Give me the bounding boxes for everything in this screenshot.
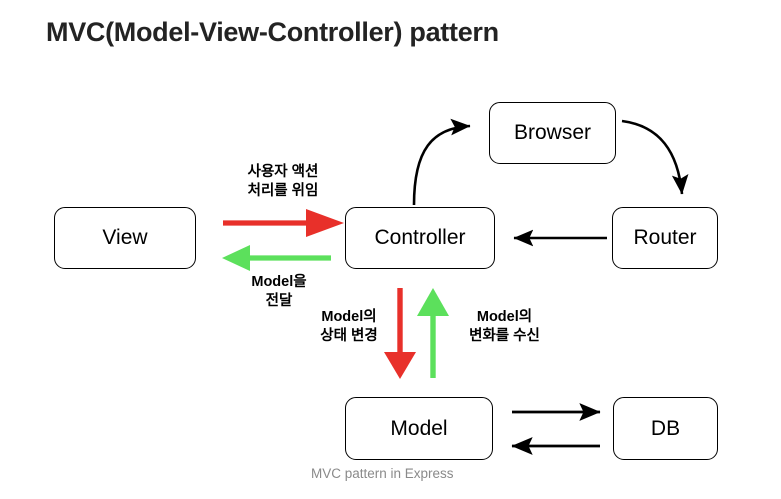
- diagram-caption: MVC pattern in Express: [311, 466, 454, 481]
- edge-browser-to-router: [621, 119, 689, 195]
- edge-model-to-controller-green: [417, 288, 449, 378]
- node-controller[interactable]: Controller: [345, 207, 495, 269]
- edge-controller-to-view-green: [222, 245, 331, 271]
- node-model[interactable]: Model: [345, 397, 493, 460]
- edge-view-to-controller-red: [223, 209, 344, 237]
- node-browser[interactable]: Browser: [489, 102, 616, 164]
- page-title: MVC(Model-View-Controller) pattern: [46, 17, 499, 47]
- edge-label-model-state-change: Model의 상태 변경: [320, 309, 378, 345]
- edge-label-user-action: 사용자 액션 처리를 위임: [247, 164, 319, 200]
- edge-controller-to-browser: [412, 118, 471, 206]
- edge-label-model-pass: Model을 전달: [251, 274, 307, 310]
- node-router[interactable]: Router: [612, 207, 718, 269]
- node-db[interactable]: DB: [613, 397, 718, 460]
- edge-label-model-change-receive: Model의 변화를 수신: [469, 309, 540, 345]
- node-view[interactable]: View: [54, 207, 196, 269]
